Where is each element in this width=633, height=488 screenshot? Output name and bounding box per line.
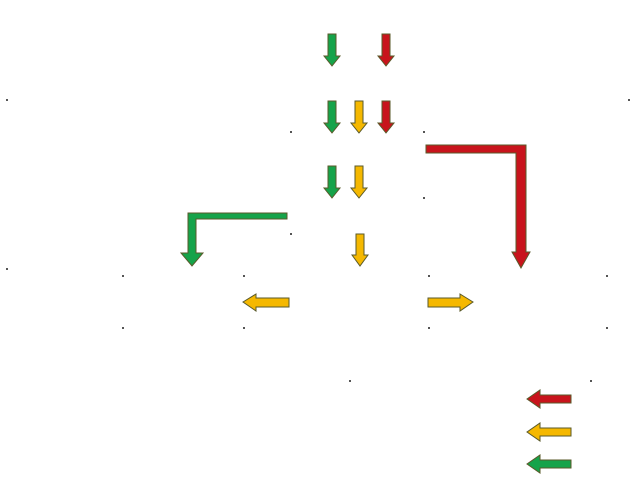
yellow-right-arrow	[427, 293, 474, 312]
red-turn-right-arrow	[425, 144, 531, 270]
row2-red-down-arrow	[376, 100, 396, 134]
legend-yellow-left-arrow	[526, 422, 572, 442]
legend-red-left-arrow	[526, 389, 572, 409]
row3-yellow-down-arrow	[349, 165, 369, 199]
row3-green-down-arrow	[322, 165, 342, 199]
row2-green-down-arrow	[322, 100, 342, 134]
row1-red-down-arrow	[376, 33, 396, 67]
legend-green-left-arrow	[526, 454, 572, 474]
stray-dots	[6, 99, 630, 382]
green-turn-left-arrow	[179, 212, 288, 267]
yellow-left-arrow	[242, 293, 290, 312]
yellow-straight-down-arrow	[351, 233, 369, 267]
row1-green-down-arrow	[322, 33, 342, 67]
row2-yellow-down-arrow	[349, 100, 369, 134]
